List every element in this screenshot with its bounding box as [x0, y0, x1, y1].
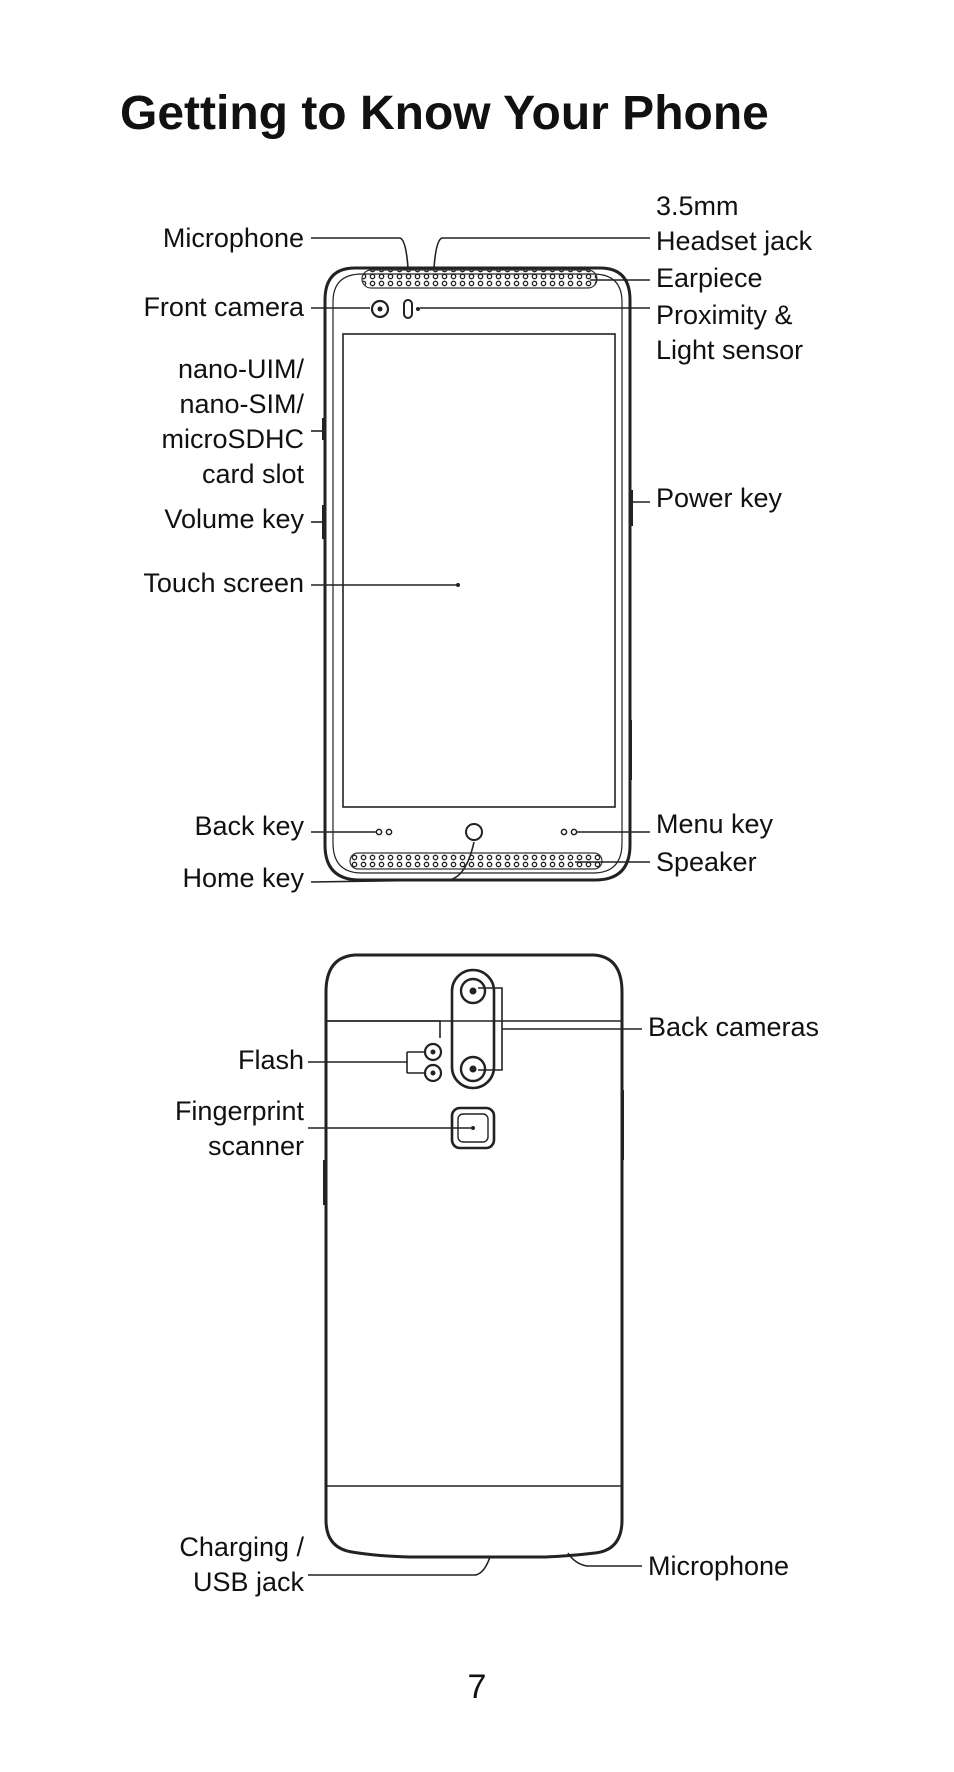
label-charging-usb-jack: Charging / USB jack	[179, 1532, 304, 1597]
back-view	[323, 953, 624, 1559]
front-body-outline	[323, 266, 632, 882]
flash-top-icon	[423, 1042, 443, 1062]
camera-module	[450, 968, 496, 1090]
proximity-sensor-icon	[403, 299, 413, 319]
back-leader-lines	[308, 987, 642, 1576]
label-back-cameras: Back cameras	[648, 1012, 820, 1042]
card-slot-mark	[322, 418, 326, 440]
label-menu-key: Menu key	[656, 809, 774, 839]
menu-key-icon	[560, 828, 568, 836]
earpiece-grille	[361, 269, 598, 289]
label-front-camera: Front camera	[143, 292, 304, 322]
front-view	[322, 266, 633, 882]
front-inner-edge	[332, 273, 623, 874]
front-leader-lines	[310, 237, 650, 883]
power-key-mark	[629, 490, 633, 526]
label-microphone-front: Microphone	[162, 223, 304, 253]
touch-screen-area	[342, 333, 616, 808]
back-key-icon	[375, 828, 383, 836]
page-title: Getting to Know Your Phone	[120, 87, 769, 140]
label-back-key: Back key	[194, 811, 304, 841]
label-earpiece: Earpiece	[656, 263, 763, 293]
label-headset-jack: 3.5mm Headset jack	[656, 191, 813, 256]
page-number: 7	[467, 1668, 487, 1706]
flash-bottom-icon	[423, 1063, 443, 1083]
front-camera-icon	[370, 299, 390, 319]
label-speaker: Speaker	[656, 847, 757, 877]
speaker-grille	[349, 852, 603, 870]
label-home-key: Home key	[182, 863, 304, 893]
label-fingerprint-scanner: Fingerprint scanner	[174, 1096, 304, 1161]
back-camera-bottom-icon	[459, 1055, 487, 1083]
back-body-outline	[324, 953, 624, 1559]
home-key-icon	[465, 823, 483, 841]
label-volume-key: Volume key	[164, 504, 304, 534]
label-proximity-sensor: Proximity & Light sensor	[656, 300, 804, 365]
label-microphone-back: Microphone	[648, 1551, 790, 1581]
label-touch-screen: Touch screen	[143, 568, 304, 598]
volume-key-mark	[322, 505, 326, 539]
back-camera-top-icon	[459, 977, 487, 1005]
label-card-slot: nano-UIM/ nano-SIM/ microSDHC card slot	[161, 354, 304, 489]
label-power-key: Power key	[656, 483, 783, 513]
label-flash: Flash	[237, 1045, 304, 1075]
